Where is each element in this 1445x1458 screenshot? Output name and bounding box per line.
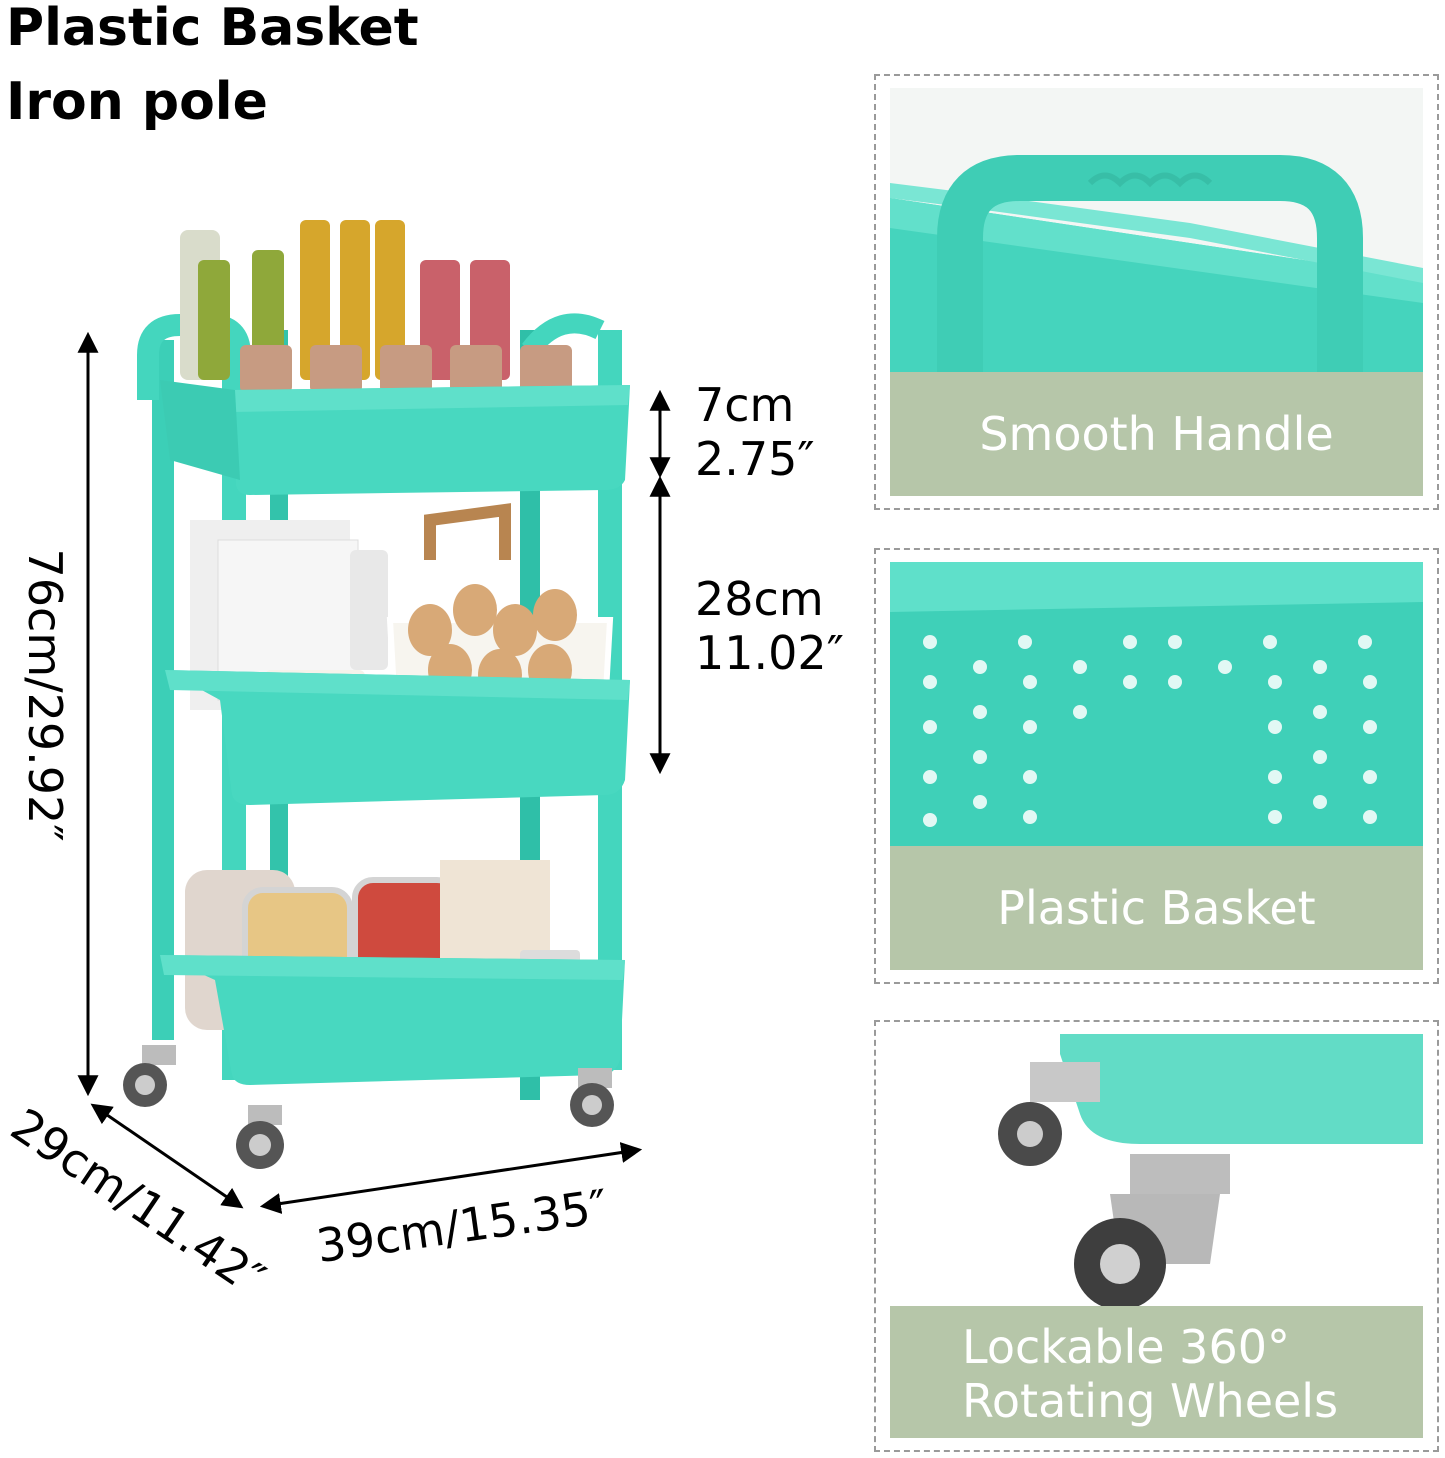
dimension-arrows xyxy=(77,331,671,1214)
feature-panel-wheels: Lockable 360° Rotating Wheels xyxy=(874,1020,1439,1452)
mid-gap-in-label: 11.02″ xyxy=(695,626,844,680)
mid-gap-cm-label: 28cm xyxy=(695,572,824,626)
caption-wheels: Lockable 360° Rotating Wheels xyxy=(890,1306,1423,1438)
cart-illustration xyxy=(123,220,630,1169)
height-label: 76cm/29.92″ xyxy=(18,548,72,842)
depth-arrow xyxy=(90,1103,244,1209)
top-gap-cm-label: 7cm xyxy=(695,378,795,432)
caption-wheels-line1: Lockable 360° xyxy=(962,1320,1290,1374)
feature-panel-handle: Smooth Handle xyxy=(874,74,1439,510)
caption-smooth-handle: Smooth Handle xyxy=(890,372,1423,496)
caption-plastic-basket: Plastic Basket xyxy=(890,846,1423,970)
caption-smooth-handle-text: Smooth Handle xyxy=(979,407,1334,461)
caption-plastic-basket-text: Plastic Basket xyxy=(997,881,1316,935)
width-arrow xyxy=(259,1142,643,1214)
header-plastic-basket: Plastic Basket xyxy=(6,0,419,58)
handle-detail-image xyxy=(890,88,1423,388)
basket-detail-image xyxy=(890,562,1423,862)
header-iron-pole: Iron pole xyxy=(6,72,268,132)
top-gap-in-label: 2.75″ xyxy=(695,432,815,486)
feature-panel-basket: Plastic Basket xyxy=(874,548,1439,984)
caption-wheels-line2: Rotating Wheels xyxy=(962,1374,1339,1428)
wheels-detail-image xyxy=(890,1034,1423,1324)
